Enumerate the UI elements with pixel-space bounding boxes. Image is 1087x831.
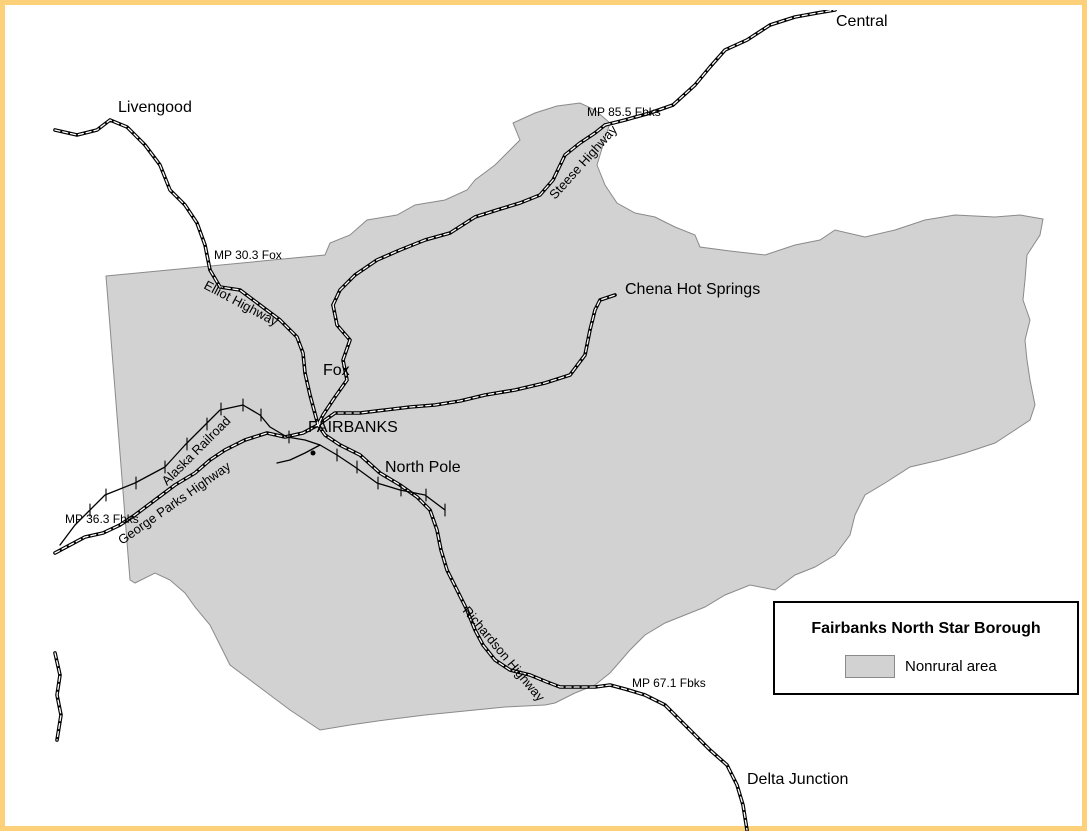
- place-fairbanks: FAIRBANKS: [308, 419, 398, 436]
- place-chena-hot-springs: Chena Hot Springs: [625, 281, 760, 298]
- place-central: Central: [836, 13, 888, 30]
- legend-nonrural-swatch: [845, 655, 895, 678]
- map-canvas: Central Livengood Chena Hot Springs Fox …: [53, 10, 1044, 831]
- milepost-67-1: MP 67.1 Fbks: [632, 676, 706, 690]
- place-livengood: Livengood: [118, 99, 192, 116]
- place-north-pole: North Pole: [385, 459, 461, 476]
- map-legend: Fairbanks North Star Borough Nonrural ar…: [773, 601, 1079, 695]
- place-fox: Fox: [323, 362, 350, 379]
- fairbanks-point: [310, 450, 316, 456]
- milepost-85-5: MP 85.5 Fbks: [587, 105, 661, 119]
- legend-nonrural-label: Nonrural area: [905, 658, 997, 675]
- milepost-30-3: MP 30.3 Fox: [214, 248, 282, 262]
- place-delta-junction: Delta Junction: [747, 771, 848, 788]
- legend-title: Fairbanks North Star Borough: [811, 620, 1041, 637]
- milepost-36-3: MP 36.3 Fbks: [65, 512, 139, 526]
- nonrural-area: [105, 102, 1044, 731]
